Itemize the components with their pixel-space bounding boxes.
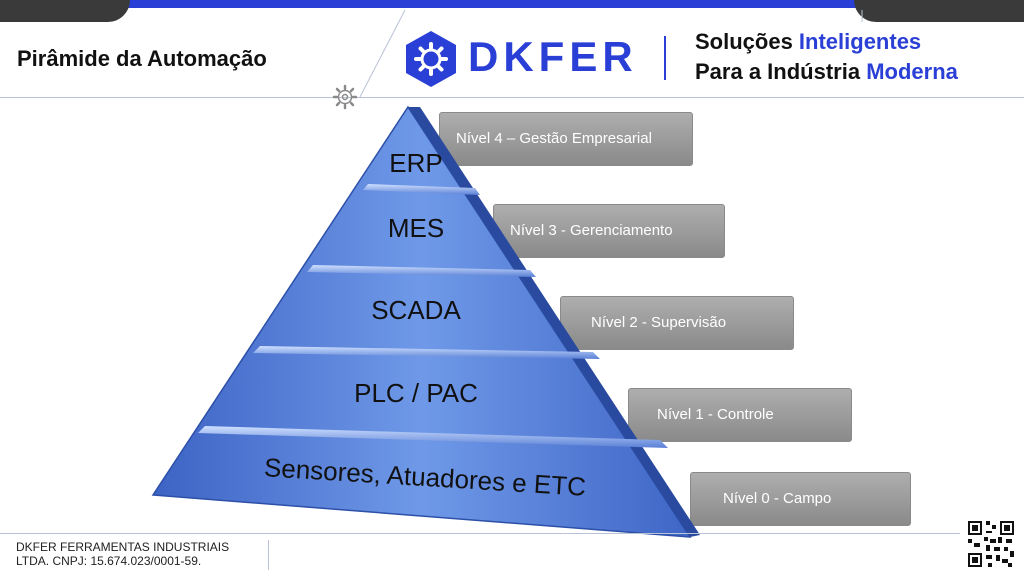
level-label-0: Nível 0 - Campo — [723, 490, 832, 507]
brand-separator — [664, 36, 666, 80]
corner-decoration-right — [854, 0, 1024, 22]
tagline-line2-prefix: Para a Indústria — [695, 59, 867, 84]
header-divider — [0, 97, 1024, 98]
tagline-line1-prefix: Soluções — [695, 29, 799, 54]
level-label-2: Nível 2 - Supervisão — [591, 314, 727, 331]
gear-hexagon-icon — [406, 31, 456, 87]
brand-tagline: Soluções Inteligentes Para a Indústria M… — [695, 27, 958, 87]
footer-line2: LTDA. CNPJ: 15.674.023/0001-59. — [16, 554, 202, 568]
page-title: Pirâmide da Automação — [17, 46, 267, 71]
header-diagonal-lines — [359, 9, 863, 98]
level-box-4: Nível 4 – Gestão Empresarial — [439, 112, 693, 166]
footer-divider — [0, 533, 960, 534]
brand-logo-text: DKFER — [468, 33, 638, 80]
level-label-3: Nível 3 - Gerenciamento — [510, 222, 673, 239]
level-box-2: Nível 2 - Supervisão — [560, 296, 794, 350]
footer-company-info: DKFER FERRAMENTAS INDUSTRIAIS LTDA. CNPJ… — [16, 540, 229, 568]
gear-icon — [332, 84, 358, 110]
level-label-1: Nível 1 - Controle — [657, 406, 774, 423]
tagline-line2-accent: Moderna — [866, 59, 958, 84]
level-label-4: Nível 4 – Gestão Empresarial — [456, 130, 652, 147]
footer-line1: DKFER FERRAMENTAS INDUSTRIAIS — [16, 540, 230, 554]
tagline-line1-accent: Inteligentes — [798, 29, 922, 54]
level-box-0: Nível 0 - Campo — [690, 472, 911, 526]
level-box-3: Nível 3 - Gerenciamento — [493, 204, 725, 258]
pyramid-separator-3 — [253, 346, 600, 359]
level-box-1: Nível 1 - Controle — [628, 388, 852, 442]
pyramid-separator-1 — [363, 184, 480, 195]
top-accent-bar — [0, 0, 1024, 8]
pyramid-layer-plc-pac: PLC / PAC — [354, 378, 478, 408]
corner-decoration-left — [0, 0, 130, 22]
pyramid-separator-4 — [198, 426, 668, 448]
pyramid-separator-2 — [307, 265, 536, 277]
qr-code-icon — [966, 519, 1016, 569]
pyramid-layer-erp: ERP — [389, 148, 443, 178]
pyramid-layer-scada: SCADA — [371, 295, 461, 325]
footer-separator — [268, 540, 269, 570]
pyramid-right-edge — [408, 107, 700, 537]
pyramid-layer-mes: MES — [387, 213, 445, 243]
